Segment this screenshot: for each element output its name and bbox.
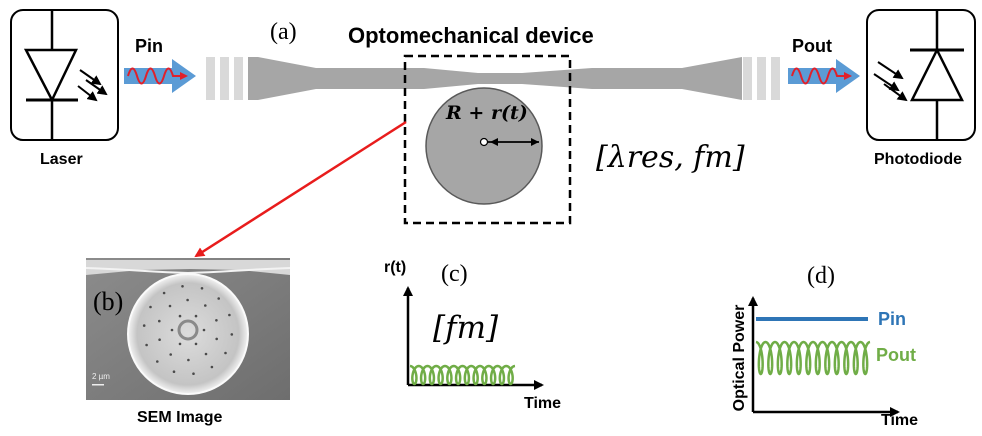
sem-hole (202, 328, 206, 332)
sem-hole (217, 297, 220, 300)
sem-hole (158, 319, 161, 323)
laser-label: Laser (40, 151, 83, 168)
pout-series-label: Pout (876, 345, 916, 365)
laser-icon (10, 9, 119, 141)
waveguide (206, 57, 780, 100)
radius-formula: R + r(t) (446, 102, 528, 124)
sem-hole (215, 337, 218, 341)
sem-hole (228, 313, 231, 317)
output-beam-arrow (788, 59, 860, 93)
pout-label: Pout (792, 36, 832, 56)
plot-d-ylabel: Optical Power (731, 305, 748, 412)
sem-hole (210, 365, 214, 369)
pout-power-wave (755, 340, 871, 376)
sem-scale-bar-label: 2 µm (92, 372, 110, 381)
sem-hole (181, 285, 184, 288)
sem-hole (170, 328, 174, 332)
resonance-params: [λres, fm] (596, 140, 745, 175)
pin-series-label: Pin (878, 309, 907, 329)
sem-hole (186, 298, 189, 302)
plot-c-xlabel: Time (524, 395, 562, 412)
input-beam-arrow (124, 59, 196, 93)
plot-d-xlabel: Time (881, 412, 919, 429)
sem-hole (230, 333, 234, 336)
sem-hole (169, 353, 172, 356)
sem-hole (172, 370, 176, 374)
sem-hole (149, 305, 152, 309)
plot-d (748, 296, 900, 417)
sem-hole (162, 291, 166, 295)
pin-label: Pin (135, 36, 164, 56)
device-title: Optomechanical device (348, 23, 594, 48)
plot-c (403, 286, 544, 390)
sem-hole (187, 358, 190, 362)
sem-image (85, 258, 291, 400)
sem-hole (158, 338, 161, 342)
oscillation-wave (409, 364, 516, 386)
sem-hole (215, 319, 218, 322)
sem-hole (156, 360, 159, 363)
panel-c-label: (c) (441, 261, 468, 287)
panel-a-label: (a) (270, 19, 297, 45)
sem-hole (194, 342, 198, 346)
panel-b-label: (b) (93, 287, 124, 316)
sem-image-label: SEM Image (137, 409, 223, 426)
plot-c-ylabel: r(t) (384, 259, 407, 276)
photodiode-icon (866, 9, 976, 141)
sem-hole (145, 343, 148, 347)
sem-hole (178, 314, 182, 318)
sem-hole (178, 342, 182, 346)
device-zoom-box (403, 54, 572, 225)
zoom-arrow (194, 120, 407, 258)
microdisk (425, 87, 543, 205)
sem-hole (142, 324, 146, 327)
photodiode-label: Photodiode (874, 151, 962, 168)
sem-hole (192, 372, 195, 376)
sem-hole (204, 352, 208, 356)
sem-hole (224, 351, 227, 355)
sem-hole (200, 287, 204, 290)
panel-d-label: (d) (807, 263, 835, 289)
sem-hole (204, 304, 207, 307)
frequency-param: [fm] (433, 310, 499, 346)
sem-hole (194, 314, 198, 318)
sem-hole (168, 304, 172, 308)
